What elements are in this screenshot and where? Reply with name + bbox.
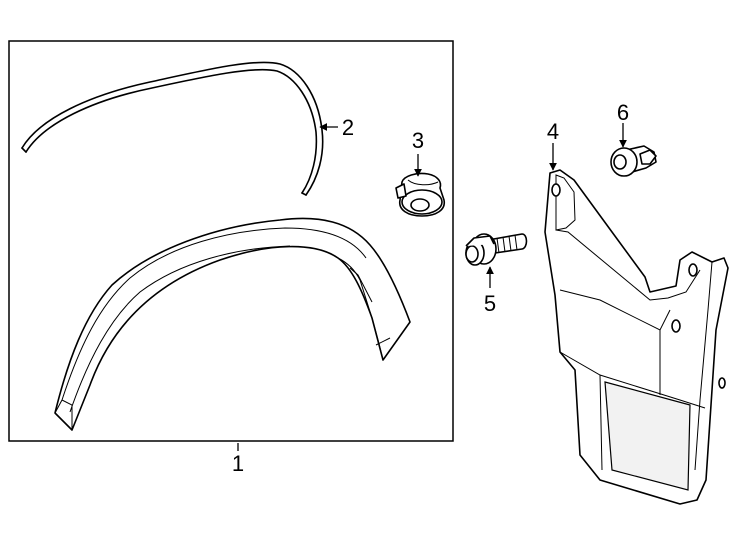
callout-5: 5: [484, 291, 496, 316]
callout-1: 1: [232, 451, 244, 476]
molding-strip-part-2[interactable]: [21, 61, 324, 196]
callout-2: 2: [342, 115, 354, 140]
callout-3: 3: [412, 128, 424, 153]
clip-retainer-part-3[interactable]: [395, 172, 446, 217]
callout-6: 6: [617, 100, 629, 125]
assembly-frame: [8, 40, 454, 442]
bolt-part-5[interactable]: [465, 233, 528, 266]
fender-flare-part-1[interactable]: [54, 217, 411, 431]
mud-flap-part-4[interactable]: [544, 169, 729, 505]
callout-4: 4: [547, 119, 559, 144]
leader-lines: [237, 123, 627, 451]
clip-part-6[interactable]: [610, 145, 657, 177]
